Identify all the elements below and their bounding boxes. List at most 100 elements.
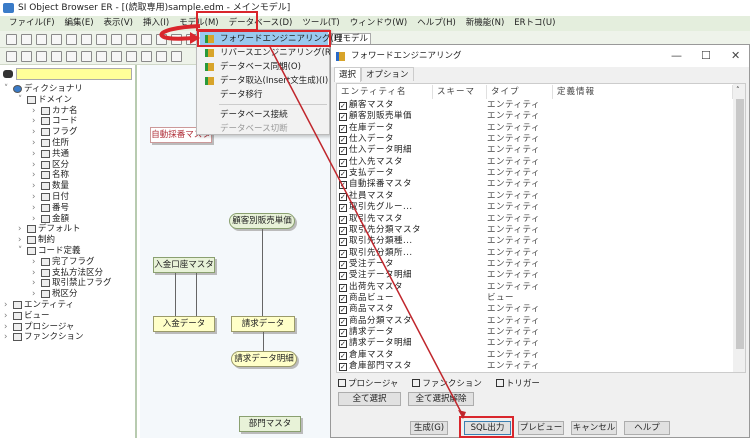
expand-chevron-icon[interactable]: › (18, 224, 22, 235)
menu-item[interactable]: ファイル(F) (9, 18, 55, 28)
tree-item[interactable]: ˅コード定義 (18, 246, 81, 256)
expand-chevron-icon[interactable]: › (18, 235, 22, 246)
toolbar-button-icon[interactable] (6, 33, 17, 45)
tree-item[interactable]: ›フラグ (32, 127, 78, 137)
tree-item[interactable]: ›支払方法区分 (32, 268, 103, 278)
entity-box[interactable]: 入金データ (153, 316, 215, 332)
row-checkbox[interactable]: ✓ (339, 306, 347, 315)
entity-box[interactable]: 顧客別販売単価 (229, 213, 295, 229)
function-checkbox[interactable]: ファンクション (412, 377, 482, 389)
dropdown-item[interactable]: データ移行 (200, 88, 328, 102)
toolbar-button-icon[interactable] (126, 33, 137, 45)
dropdown-item[interactable]: データ取込(Insert文生成)(I) (200, 74, 328, 88)
tree-item[interactable]: ›プロシージャ (4, 322, 74, 332)
entity-row[interactable]: ✓在庫データエンティティ (339, 123, 729, 134)
expand-chevron-icon[interactable]: ˅ (4, 84, 9, 94)
expand-chevron-icon[interactable]: › (4, 300, 8, 310)
toolbar-button-icon[interactable] (156, 50, 167, 62)
menu-item[interactable]: ツール(T) (302, 18, 340, 28)
row-checkbox[interactable]: ✓ (339, 272, 347, 281)
tree-item[interactable]: ›区分 (32, 160, 69, 170)
row-checkbox[interactable]: ✓ (339, 329, 347, 337)
row-checkbox[interactable]: ✓ (339, 294, 347, 303)
tab-options[interactable]: オプション (361, 67, 414, 81)
entity-row[interactable]: ✓社員マスタエンティティ (339, 191, 729, 202)
row-checkbox[interactable]: ✓ (339, 363, 347, 372)
toolbar-button-icon[interactable] (126, 50, 137, 62)
toolbar-button-icon[interactable] (141, 33, 152, 45)
tree-item[interactable]: ›取引禁止フラグ (32, 278, 112, 288)
tree-item[interactable]: ›税区分 (32, 289, 78, 299)
dropdown-item[interactable]: データベース接続 (200, 108, 328, 122)
row-checkbox[interactable]: ✓ (339, 170, 347, 179)
row-checkbox[interactable]: ✓ (339, 158, 347, 167)
toolbar-button-icon[interactable] (111, 33, 122, 45)
tree-item[interactable]: ˅ディクショナリ (4, 84, 83, 94)
row-checkbox[interactable]: ✓ (339, 340, 347, 349)
trigger-checkbox[interactable]: トリガー (495, 377, 540, 389)
entity-row[interactable]: ✓顧客別販売単価エンティティ (339, 111, 729, 122)
scroll-up-icon[interactable]: ˄ (736, 86, 740, 94)
entity-row[interactable]: ✓受注データエンティティ (339, 259, 729, 270)
tree-item[interactable]: ›番号 (32, 203, 69, 213)
expand-chevron-icon[interactable]: ˅ (18, 94, 23, 105)
dropdown-item[interactable]: データベース切断 (200, 122, 328, 136)
expand-chevron-icon[interactable]: › (32, 127, 36, 138)
toolbar-button-icon[interactable] (81, 50, 92, 62)
select-all-button[interactable]: 全て選択 (338, 392, 401, 406)
toolbar-button-icon[interactable] (21, 33, 32, 45)
tree-item[interactable]: ›名称 (32, 170, 69, 180)
expand-chevron-icon[interactable]: › (32, 170, 36, 181)
dropdown-item[interactable]: データベース同期(O) (200, 60, 328, 74)
row-checkbox[interactable]: ✓ (339, 136, 347, 145)
column-entity-name[interactable]: エンティティ名 (337, 85, 433, 99)
entity-row[interactable]: ✓倉庫部門マスタエンティティ (339, 361, 729, 372)
toolbar-button-icon[interactable] (21, 50, 32, 62)
column-schema[interactable]: スキーマ (433, 85, 487, 99)
toolbar-button-icon[interactable] (51, 50, 62, 62)
entity-box[interactable]: 請求データ明細 (231, 351, 297, 367)
entity-row[interactable]: ✓仕入データ明細エンティティ (339, 145, 729, 156)
expand-chevron-icon[interactable]: › (4, 321, 8, 332)
row-checkbox[interactable]: ✓ (339, 192, 347, 201)
scrollbar-thumb[interactable] (736, 99, 744, 349)
tab-selection[interactable]: 選択 (334, 67, 362, 82)
entity-box[interactable]: 請求データ (231, 316, 295, 332)
search-input[interactable] (16, 68, 132, 80)
column-definition[interactable]: 定義情報 (553, 85, 733, 99)
row-checkbox[interactable]: ✓ (339, 351, 347, 360)
entity-row[interactable]: ✓取引先分類マスタエンティティ (339, 225, 729, 236)
expand-chevron-icon[interactable]: › (32, 105, 36, 116)
toolbar-button-icon[interactable] (36, 33, 47, 45)
expand-chevron-icon[interactable]: › (32, 159, 36, 170)
row-checkbox[interactable]: ✓ (339, 215, 347, 224)
expand-chevron-icon[interactable]: › (32, 289, 36, 300)
tree-item[interactable]: ›制約 (18, 235, 55, 245)
toolbar-button-icon[interactable] (6, 50, 17, 62)
entity-row[interactable]: ✓顧客マスタエンティティ (339, 100, 729, 111)
entity-row[interactable]: ✓取引先分類所...エンティティ (339, 248, 729, 259)
toolbar-button-icon[interactable] (51, 33, 62, 45)
menu-item[interactable]: データベース(D) (228, 18, 293, 28)
entity-row[interactable]: ✓請求データエンティティ (339, 327, 729, 338)
toolbar-button-icon[interactable] (66, 50, 77, 62)
expand-chevron-icon[interactable]: › (32, 278, 36, 289)
tree-item[interactable]: ›住所 (32, 138, 69, 148)
sql-output-button[interactable]: SQL出力 (464, 421, 511, 435)
tree-item[interactable]: ›完了フラグ (32, 257, 95, 267)
menu-item[interactable]: ウィンドウ(W) (349, 18, 408, 28)
menu-item[interactable]: ヘルプ(H) (417, 18, 456, 28)
entity-row[interactable]: ✓取引先マスタエンティティ (339, 214, 729, 225)
menu-item[interactable]: 表示(V) (103, 18, 133, 28)
column-type[interactable]: タイプ (487, 85, 553, 99)
tree-item[interactable]: ›ビュー (4, 311, 50, 321)
tree-item[interactable]: ›数量 (32, 181, 69, 191)
row-checkbox[interactable]: ✓ (339, 238, 347, 247)
toolbar-button-icon[interactable] (66, 33, 77, 45)
toolbar-button-icon[interactable] (111, 50, 122, 62)
row-checkbox[interactable]: ✓ (339, 283, 347, 292)
binoculars-icon[interactable] (3, 70, 13, 78)
entity-box[interactable]: 部門マスタ (239, 416, 301, 432)
entity-row[interactable]: ✓仕入データエンティティ (339, 134, 729, 145)
row-checkbox[interactable]: ✓ (339, 317, 347, 326)
